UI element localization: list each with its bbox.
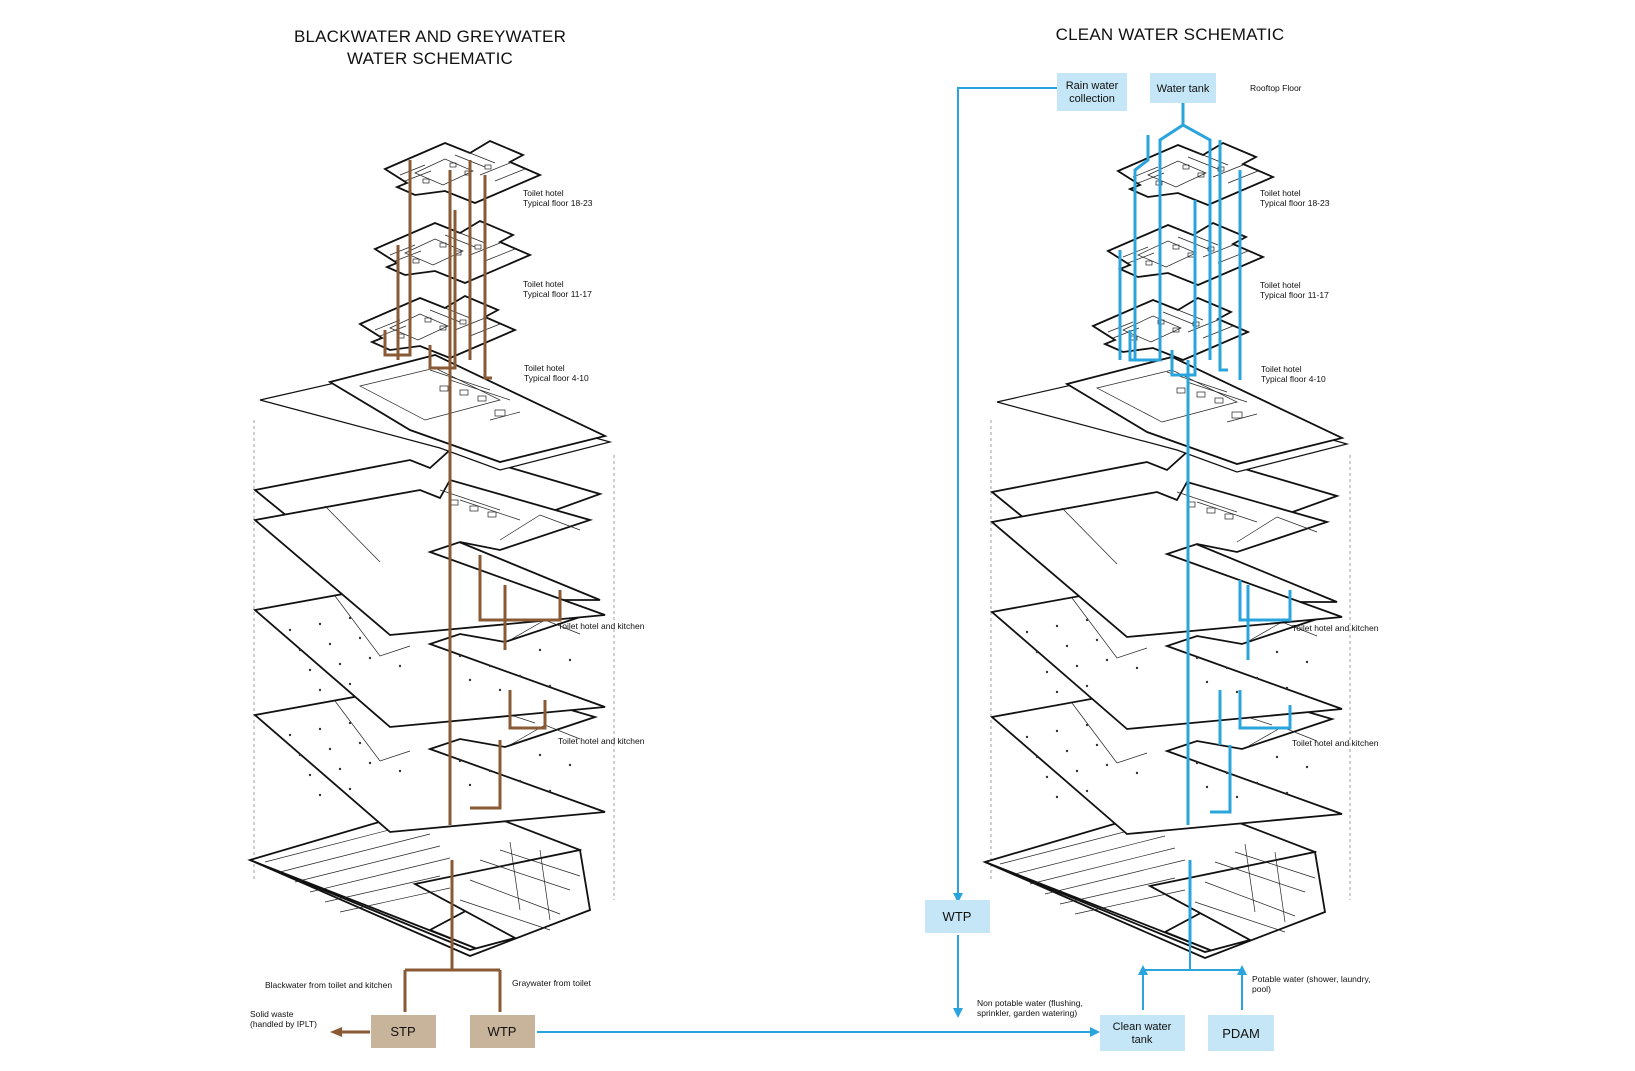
rain-water-label-a: Rain water <box>1066 80 1119 92</box>
left-label-4-10-b: Typical floor 4-10 <box>524 373 589 383</box>
clean-water-tank-box <box>1100 1015 1185 1051</box>
rain-water-label-b: collection <box>1069 93 1115 105</box>
stp-box <box>371 1015 436 1048</box>
right-label-kitchen-1: Toilet hotel and kitchen <box>1292 623 1379 633</box>
clean-water-tank-label-a: Clean water <box>1113 1021 1172 1033</box>
non-potable-label-b: sprinkler, garden watering) <box>977 1008 1077 1018</box>
left-tower-floor-4-10 <box>359 295 516 359</box>
right-label-kitchen-2: Toilet hotel and kitchen <box>1292 738 1379 748</box>
pdam-label: PDAM <box>1222 1026 1260 1041</box>
left-title-line1: BLACKWATER AND GREYWATER <box>294 27 566 46</box>
left-treatment-flow: STP WTP <box>330 948 535 1048</box>
right-distribution <box>1138 945 1247 1010</box>
right-label-4-10-b: Typical floor 4-10 <box>1261 374 1326 384</box>
right-label-18-23-b: Typical floor 18-23 <box>1260 198 1330 208</box>
left-tower-floor-18-23 <box>384 140 541 204</box>
right-label-18-23-a: Toilet hotel <box>1260 188 1301 198</box>
non-potable-label-a: Non potable water (flushing, <box>977 998 1083 1008</box>
right-title: CLEAN WATER SCHEMATIC <box>1056 25 1285 44</box>
left-label-4-10-a: Toilet hotel <box>524 363 565 373</box>
right-wtp-label: WTP <box>943 909 972 924</box>
greywater-label: Graywater from toilet <box>512 978 592 988</box>
water-tank-box <box>1150 73 1216 103</box>
right-building <box>984 103 1351 959</box>
blackwater-label: Blackwater from toilet and kitchen <box>265 980 392 990</box>
right-tower-floor-18-23 <box>1117 142 1274 206</box>
potable-label-a: Potable water (shower, laundry, <box>1252 974 1370 984</box>
left-title-line2: WATER SCHEMATIC <box>347 49 513 68</box>
stp-box-label: STP <box>390 1024 415 1039</box>
left-label-kitchen-1: Toilet hotel and kitchen <box>558 621 645 631</box>
right-wtp-box <box>925 900 990 933</box>
solid-waste-label-b: (handled by IPLT) <box>250 1019 317 1029</box>
left-label-kitchen-2: Toilet hotel and kitchen <box>558 736 645 746</box>
left-wtp-box-label: WTP <box>488 1024 517 1039</box>
potable-label-b: pool) <box>1252 984 1271 994</box>
rain-water-line <box>953 87 1057 1018</box>
clean-water-tank-label-b: tank <box>1132 1034 1153 1046</box>
left-label-11-17-a: Toilet hotel <box>523 279 564 289</box>
left-building <box>249 140 615 957</box>
water-tank-label: Water tank <box>1157 83 1210 95</box>
right-label-4-10-a: Toilet hotel <box>1261 364 1302 374</box>
right-label-11-17-b: Typical floor 11-17 <box>1260 290 1329 300</box>
left-wtp-box <box>470 1015 535 1048</box>
left-label-18-23-a: Toilet hotel <box>523 188 564 198</box>
right-label-11-17-a: Toilet hotel <box>1260 280 1301 290</box>
rain-water-box <box>1057 73 1127 111</box>
left-label-18-23-b: Typical floor 18-23 <box>523 198 593 208</box>
pdam-box <box>1208 1015 1274 1051</box>
rooftop-label: Rooftop Floor <box>1250 83 1302 93</box>
left-label-11-17-b: Typical floor 11-17 <box>523 289 592 299</box>
solid-waste-label-a: Solid waste <box>250 1009 294 1019</box>
